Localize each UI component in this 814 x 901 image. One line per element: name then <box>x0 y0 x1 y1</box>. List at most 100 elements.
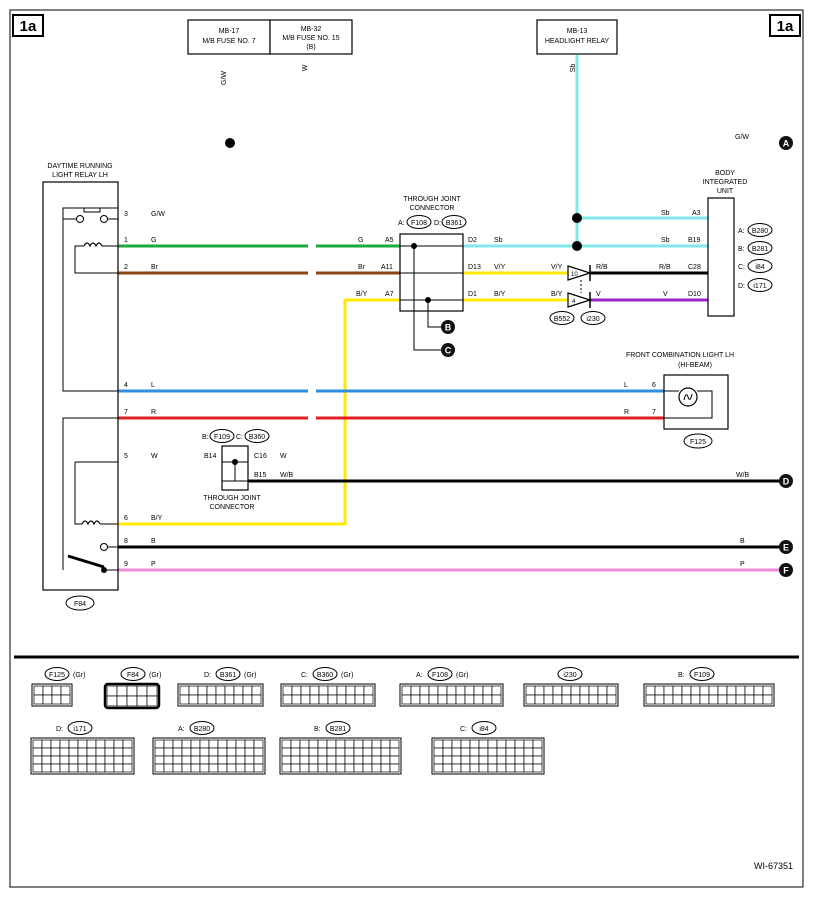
legend-pin-cell <box>146 685 158 697</box>
body-integrated-unit <box>707 197 735 317</box>
legend-pin-cell <box>534 685 545 696</box>
legend-pin-cell <box>41 739 52 749</box>
legend-pin-cell <box>532 755 543 765</box>
legend-pin-cell <box>663 685 674 696</box>
legend-pin-cell <box>226 739 237 749</box>
fcl-pin-6: 6 <box>652 382 656 389</box>
legend-conn: B361 <box>220 672 236 679</box>
tj2-label-w: W <box>280 453 287 460</box>
legend-conn: F108 <box>432 672 448 679</box>
legend-conn-tag <box>312 667 338 681</box>
legend-conn-tag <box>557 667 583 681</box>
biu-title-3: UNIT <box>717 188 734 195</box>
tj1-a11: A11 <box>381 264 393 271</box>
legend-pin-cell <box>50 739 61 749</box>
legend-pin-cell <box>233 685 244 696</box>
legend-pin-cell <box>335 739 346 749</box>
coil-return <box>74 245 118 274</box>
diode-2-pin: 4 <box>572 299 576 305</box>
legend-pin-cell <box>113 739 124 749</box>
legend-pin-cell <box>496 747 507 757</box>
legend-pin-cell <box>317 755 328 765</box>
legend-pin-cell <box>86 763 97 773</box>
legend-pin-cell <box>455 694 466 705</box>
legend-pin-cell <box>345 685 356 696</box>
diode-1 <box>567 265 592 281</box>
legend-pin-cell <box>299 747 310 757</box>
legend-pin-cell <box>327 694 338 705</box>
fcl-title-1: FRONT COMBINATION LIGHT LH <box>626 352 734 359</box>
legend-pin-cell <box>244 755 255 765</box>
legend-prefix: C: <box>460 726 467 733</box>
legend-pin-cell <box>59 755 70 765</box>
legend-pin-cell <box>244 739 255 749</box>
legend-pin-cell <box>552 694 563 705</box>
legend-pin-cell <box>561 694 572 705</box>
legend-pin-cell <box>353 739 364 749</box>
tj2-b15: B15 <box>254 472 267 479</box>
tj1-title-1: THROUGH JOINT <box>403 196 461 203</box>
legend-pin-cell <box>523 755 534 765</box>
legend-pin-cell <box>60 685 71 696</box>
legend-pin-cell <box>51 685 62 696</box>
legend-pin-cell <box>50 747 61 757</box>
fcl-title-2: (HI-BEAM) <box>678 362 712 369</box>
legend-pin-cell <box>717 685 728 696</box>
label-gw: G/W <box>151 211 165 218</box>
legend-pin-cell <box>197 685 208 696</box>
legend-pin-cell <box>179 685 190 696</box>
legend-pin-cell <box>464 694 475 705</box>
legend-pin-cell <box>299 739 310 749</box>
pin-7: 7 <box>124 409 128 416</box>
legend-pin-cell <box>588 694 599 705</box>
legend-pin-cell <box>460 747 471 757</box>
legend-pin-cell <box>208 739 219 749</box>
diagram-id: WI-67351 <box>754 861 793 871</box>
legend-pin-cell <box>389 755 400 765</box>
ref-f: F <box>783 566 789 576</box>
legend-pin-cell <box>104 747 115 757</box>
legend-pin-cell <box>308 739 319 749</box>
drl-relay-title-2: LIGHT RELAY LH <box>52 172 108 179</box>
page-tag-left: 1a <box>20 18 37 35</box>
relay-contact-2 <box>100 215 108 223</box>
legend-pin-cell <box>217 755 228 765</box>
diode-conn-2-tag <box>580 311 606 325</box>
legend-pin-cell <box>199 763 210 773</box>
tj1-node-1 <box>411 243 417 249</box>
legend-pin-cell <box>446 685 457 696</box>
legend-pin-cell <box>428 694 439 705</box>
legend-pin-cell <box>478 763 489 773</box>
legend-pin-cell <box>726 694 737 705</box>
legend-pin-cell <box>389 747 400 757</box>
tj1-d1: D1 <box>468 291 477 298</box>
legend-pin-cell <box>136 695 148 707</box>
legend-pin-cell <box>197 694 208 705</box>
legend-pin-cell <box>753 685 764 696</box>
legend-pin-cell <box>505 739 516 749</box>
legend-pin-cell <box>235 747 246 757</box>
legend-pin-cell <box>116 695 128 707</box>
legend-pin-cell <box>154 763 165 773</box>
legend-pin-cell <box>113 755 124 765</box>
legend-pin-cell <box>291 694 302 705</box>
legend-pin-cell <box>242 694 253 705</box>
end-label-b: B <box>740 538 745 545</box>
ref-c-circle <box>441 343 455 357</box>
biu-a3: A3 <box>692 210 701 217</box>
legend-pin-cell <box>163 763 174 773</box>
wire-by-relay <box>118 298 400 526</box>
legend-pin-cell <box>570 685 581 696</box>
fcl-connector: F125 <box>690 439 706 446</box>
fcl-pin-7: 7 <box>652 409 656 416</box>
legend-pin-cell <box>433 747 444 757</box>
ref-b-circle <box>441 320 455 334</box>
label-l: L <box>151 382 155 389</box>
legend-pin-cell <box>224 694 235 705</box>
legend-prefix: B: <box>314 726 321 733</box>
legend-pin-cell <box>104 755 115 765</box>
legend-pin-cell <box>308 747 319 757</box>
drl-relay-lower-circuit <box>62 417 118 570</box>
biu-conn-key: B: <box>738 246 745 253</box>
